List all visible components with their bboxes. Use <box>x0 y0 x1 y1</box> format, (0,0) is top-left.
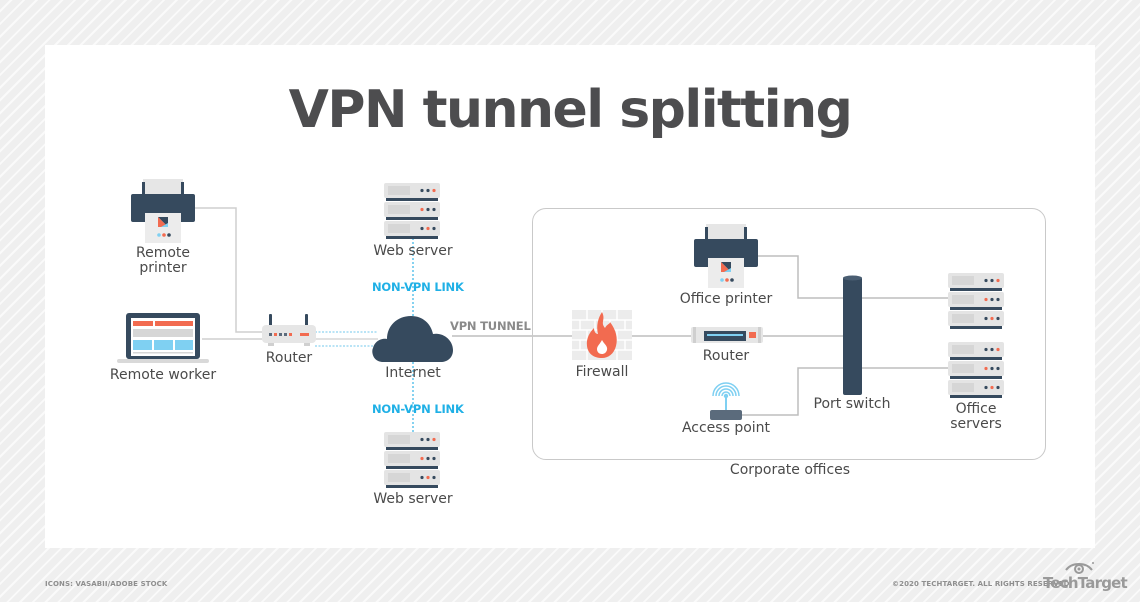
eye-logo-icon <box>1064 560 1094 574</box>
access-point-icon <box>710 382 742 422</box>
office-printer-label: Office printer <box>679 291 773 307</box>
office-servers-label-line2: servers <box>950 416 1002 432</box>
web-server-top-label: Web server <box>373 243 453 259</box>
laptop-icon <box>117 313 209 363</box>
cloud-icon <box>371 310 455 362</box>
server-icon <box>384 183 440 239</box>
web-server-bottom-label: Web server <box>373 491 453 507</box>
link-remote-printer-router <box>195 207 265 333</box>
office-servers-label: Office servers <box>940 402 1012 432</box>
corporate-offices-group <box>532 208 1046 460</box>
printer-icon <box>694 224 758 288</box>
remote-printer-label-line1: Remote <box>135 245 191 261</box>
link-printer-switch <box>758 255 843 299</box>
remote-worker-label: Remote worker <box>109 367 217 383</box>
router-icon <box>262 314 316 346</box>
server-icon <box>948 342 1004 398</box>
port-switch-icon <box>843 275 863 397</box>
home-router-label: Router <box>265 350 313 366</box>
office-servers-label-line1: Office <box>955 401 997 417</box>
link-ap-switch <box>742 367 843 416</box>
diagram-panel <box>45 45 1095 548</box>
firewall-label: Firewall <box>575 364 629 380</box>
server-icon <box>384 432 440 488</box>
server-icon <box>948 273 1004 329</box>
firewall-icon <box>572 310 632 360</box>
printer-icon <box>131 179 195 243</box>
non-vpn-link-top-label: NON-VPN LINK <box>372 280 464 294</box>
non-vpn-link-bottom-label: NON-VPN LINK <box>372 402 464 416</box>
techtarget-logo: TechTarget <box>1043 574 1128 592</box>
rack-router-icon <box>691 327 763 343</box>
remote-printer-label: Remote printer <box>126 246 200 276</box>
port-switch-label: Port switch <box>813 396 891 412</box>
remote-printer-label-line2: printer <box>139 260 187 276</box>
access-point-label: Access point <box>681 420 771 436</box>
copyright-notice: ©2020 TECHTARGET. ALL RIGHTS RESERVED <box>892 580 1070 588</box>
office-router-label: Router <box>702 348 750 364</box>
corporate-offices-label: Corporate offices <box>729 462 851 478</box>
vpn-tunnel-label: VPN TUNNEL <box>450 319 531 333</box>
internet-label: Internet <box>385 365 441 381</box>
diagram-title: VPN tunnel splitting <box>288 80 853 140</box>
icon-credit: ICONS: VASABII/ADOBE STOCK <box>45 580 168 588</box>
